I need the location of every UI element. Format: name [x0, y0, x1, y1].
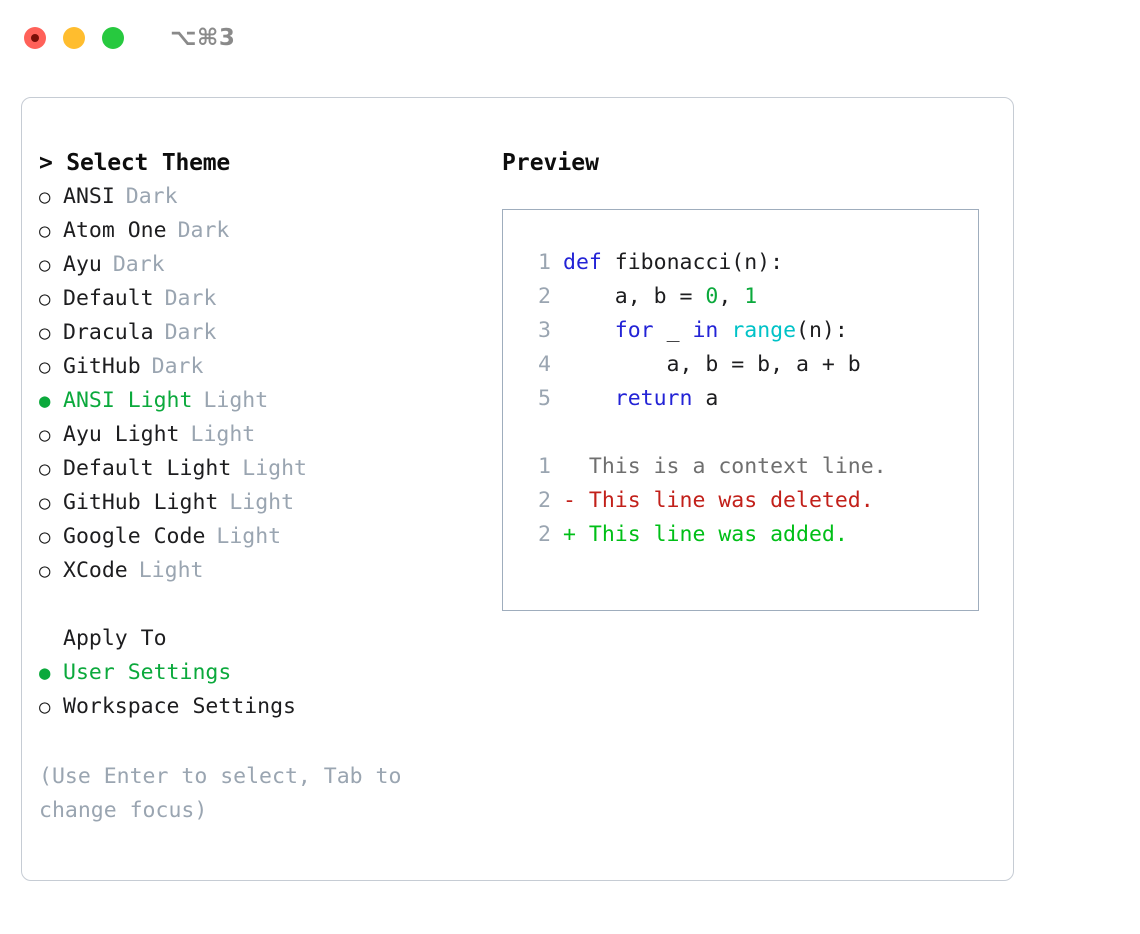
- list-item[interactable]: ○ Dracula Dark: [39, 316, 502, 350]
- apply-to-item-user-settings[interactable]: ● User Settings: [39, 656, 502, 690]
- code-content: a, b = 0, 1: [563, 284, 758, 309]
- spacer: [521, 416, 978, 450]
- theme-name: ANSI: [63, 184, 115, 209]
- apply-to-heading: Apply To: [63, 626, 167, 651]
- code-line: 1 def fibonacci(n):: [521, 246, 978, 280]
- theme-variant: Dark: [177, 218, 230, 243]
- line-number: 2: [538, 522, 551, 547]
- radio-icon: ○: [39, 696, 51, 718]
- list-item[interactable]: ○ Atom One Dark: [39, 214, 502, 248]
- page-title: > Select Theme: [39, 150, 231, 176]
- theme-variant: Light: [216, 524, 282, 549]
- radio-icon: ○: [39, 526, 51, 548]
- radio-icon: ○: [39, 288, 51, 310]
- apply-to-label: Workspace Settings: [63, 694, 296, 719]
- radio-selected-icon: ●: [39, 390, 51, 412]
- list-item[interactable]: ○ Default Dark: [39, 282, 502, 316]
- theme-name: Dracula: [63, 320, 154, 345]
- radio-icon: ○: [39, 458, 51, 480]
- theme-variant: Dark: [112, 252, 165, 277]
- code-line: 3 for _ in range(n):: [521, 314, 978, 348]
- minimize-button[interactable]: [63, 27, 85, 49]
- diff-content: This is a context line.: [563, 454, 887, 479]
- maximize-button[interactable]: [102, 27, 124, 49]
- theme-variant: Dark: [164, 286, 217, 311]
- apply-to-list: ● User Settings ○ Workspace Settings: [39, 656, 502, 724]
- preview-panel: 1 def fibonacci(n): 2 a, b = 0, 1 3 for …: [502, 209, 979, 611]
- list-item[interactable]: ○ XCode Light: [39, 554, 502, 588]
- line-number: 2: [538, 488, 551, 513]
- radio-icon: ○: [39, 560, 51, 582]
- theme-variant: Dark: [125, 184, 178, 209]
- code-line: 2 a, b = 0, 1: [521, 280, 978, 314]
- theme-name: XCode: [63, 558, 128, 583]
- list-item[interactable]: ○ ANSI Dark: [39, 180, 502, 214]
- line-number: 2: [538, 284, 551, 309]
- code-content: for _ in range(n):: [614, 318, 848, 343]
- preview-title: Preview: [502, 150, 599, 176]
- theme-name: Atom One: [63, 218, 167, 243]
- list-item[interactable]: ○ GitHub Dark: [39, 350, 502, 384]
- recording-dot-icon: [31, 34, 39, 42]
- radio-icon: ○: [39, 492, 51, 514]
- window-controls: [24, 27, 124, 49]
- line-number: 1: [538, 250, 551, 275]
- theme-name: Google Code: [63, 524, 206, 549]
- keyboard-shortcut-label: ⌥⌘3: [170, 25, 236, 51]
- theme-name: Default Light: [63, 456, 232, 481]
- theme-name: GitHub Light: [63, 490, 219, 515]
- line-number: 5: [538, 386, 551, 411]
- diff-content: + This line was added.: [563, 522, 848, 547]
- theme-variant: Light: [242, 456, 308, 481]
- theme-variant: Light: [229, 490, 295, 515]
- radio-icon: ○: [39, 186, 51, 208]
- line-number: 4: [538, 352, 551, 377]
- theme-variant: Light: [138, 558, 204, 583]
- code-content: return a: [614, 386, 719, 411]
- list-item[interactable]: ○ Ayu Light Light: [39, 418, 502, 452]
- code-block: 1 def fibonacci(n): 2 a, b = 0, 1 3 for …: [521, 246, 978, 416]
- diff-block: 1 This is a context line. 2 - This line …: [521, 450, 978, 552]
- theme-variant: Light: [203, 388, 269, 413]
- keyboard-hint: (Use Enter to select, Tab to change focu…: [39, 764, 402, 823]
- code-line: 5 return a: [521, 382, 978, 416]
- dialog-card: > Select Theme ○ ANSI Dark ○ Atom One Da…: [21, 97, 1014, 881]
- apply-to-item-workspace-settings[interactable]: ○ Workspace Settings: [39, 690, 502, 724]
- title-bar: ⌥⌘3: [0, 0, 1140, 76]
- preview-pane: Preview 1 def fibonacci(n): 2 a, b = 0, …: [502, 98, 1013, 880]
- theme-list: ○ ANSI Dark ○ Atom One Dark ○ Ayu Dark: [39, 180, 502, 588]
- theme-name: Ayu: [63, 252, 102, 277]
- radio-icon: ○: [39, 322, 51, 344]
- radio-selected-icon: ●: [39, 662, 51, 684]
- theme-name: GitHub: [63, 354, 141, 379]
- diff-line-deleted: 2 - This line was deleted.: [521, 484, 978, 518]
- radio-icon: ○: [39, 356, 51, 378]
- code-line: 4 a, b = b, a + b: [521, 348, 978, 382]
- theme-variant: Dark: [151, 354, 204, 379]
- list-item[interactable]: ○ GitHub Light Light: [39, 486, 502, 520]
- theme-picker-pane: > Select Theme ○ ANSI Dark ○ Atom One Da…: [22, 98, 502, 880]
- radio-icon: ○: [39, 424, 51, 446]
- code-content: def fibonacci(n):: [563, 250, 784, 275]
- diff-line-added: 2 + This line was added.: [521, 518, 978, 552]
- list-item[interactable]: ○ Default Light Light: [39, 452, 502, 486]
- theme-name: Default: [63, 286, 154, 311]
- theme-variant: Light: [190, 422, 256, 447]
- radio-icon: ○: [39, 254, 51, 276]
- apply-to-label: User Settings: [63, 660, 232, 685]
- diff-content: - This line was deleted.: [563, 488, 874, 513]
- theme-name: ANSI Light: [63, 388, 193, 413]
- list-item-selected[interactable]: ● ANSI Light Light: [39, 384, 502, 418]
- line-number: 3: [538, 318, 551, 343]
- list-item[interactable]: ○ Ayu Dark: [39, 248, 502, 282]
- list-item[interactable]: ○ Google Code Light: [39, 520, 502, 554]
- theme-variant: Dark: [164, 320, 217, 345]
- code-content: a, b = b, a + b: [563, 352, 861, 377]
- line-number: 1: [538, 454, 551, 479]
- radio-icon: ○: [39, 220, 51, 242]
- diff-line-context: 1 This is a context line.: [521, 450, 978, 484]
- close-button[interactable]: [24, 27, 46, 49]
- theme-name: Ayu Light: [63, 422, 180, 447]
